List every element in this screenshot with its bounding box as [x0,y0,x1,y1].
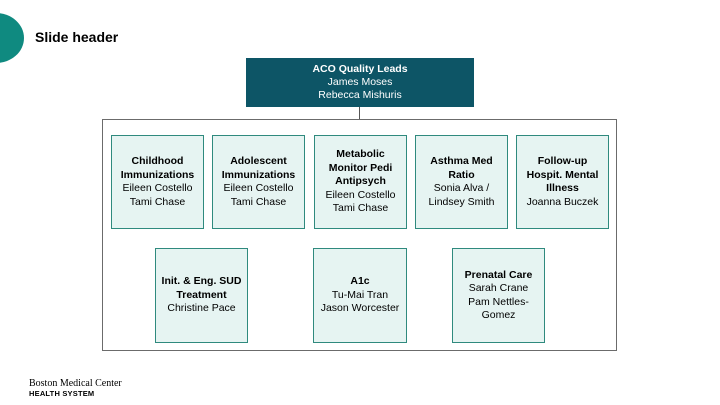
node-person: Eileen Costello [325,188,396,201]
logo-line-2: HEALTH SYSTEM [29,389,95,398]
accent-circle [0,13,24,63]
node-title: Init. & Eng. SUD Treatment [161,275,242,301]
slide-title: Slide header [35,29,119,45]
node-title: Metabolic Monitor Pedi Antipsych [328,148,393,188]
node-prenatal-care: Prenatal Care Sarah Crane Pam Nettles-Go… [452,248,545,343]
node-person: Christine Pace [167,302,236,315]
node-title: A1c [350,275,370,288]
logo-line-1: Boston Medical Center [29,378,122,389]
node-person: Tami Chase [230,195,287,208]
lead-title: ACO Quality Leads [312,63,408,75]
node-person: Jason Worcester [320,302,400,315]
node-childhood-immunizations: Childhood Immunizations Eileen Costello … [111,135,204,229]
lead-person: Rebecca Mishuris [318,89,402,101]
node-title: Prenatal Care [464,268,533,281]
node-title: Follow-up Hospit. Mental Illness [526,155,599,194]
node-sud-treatment: Init. & Eng. SUD Treatment Christine Pac… [155,248,248,343]
node-person: Eileen Costello [122,182,193,194]
node-person: Tami Chase [332,202,389,215]
node-title: Childhood Immunizations [120,155,195,181]
node-metabolic-monitor: Metabolic Monitor Pedi Antipsych Eileen … [314,135,407,229]
node-person: Pam Nettles-Gomez [468,295,529,322]
node-person: Sonia Alva / [433,182,490,194]
node-person: Tami Chase [129,195,186,208]
teams-container: Childhood Immunizations Eileen Costello … [102,119,617,351]
node-person: Tu-Mai Tran [331,288,389,301]
lead-box: ACO Quality Leads James Moses Rebecca Mi… [246,58,474,107]
node-a1c: A1c Tu-Mai Tran Jason Worcester [313,248,407,343]
connector-line [359,107,360,120]
node-asthma-med-ratio: Asthma Med Ratio Sonia Alva / Lindsey Sm… [415,135,508,229]
node-adolescent-immunizations: Adolescent Immunizations Eileen Costello… [212,135,305,229]
node-person: Lindsey Smith [428,195,495,208]
lead-person: James Moses [327,76,393,88]
bmc-logo: Boston Medical Center HEALTH SYSTEM [29,378,122,399]
node-person: Sarah Crane [468,282,529,294]
node-follow-up-mental-illness: Follow-up Hospit. Mental Illness Joanna … [516,135,609,229]
node-title: Asthma Med Ratio [430,155,493,181]
node-title: Adolescent Immunizations [221,155,296,181]
node-person: Joanna Buczek [526,195,599,208]
node-person: Eileen Costello [223,182,294,194]
